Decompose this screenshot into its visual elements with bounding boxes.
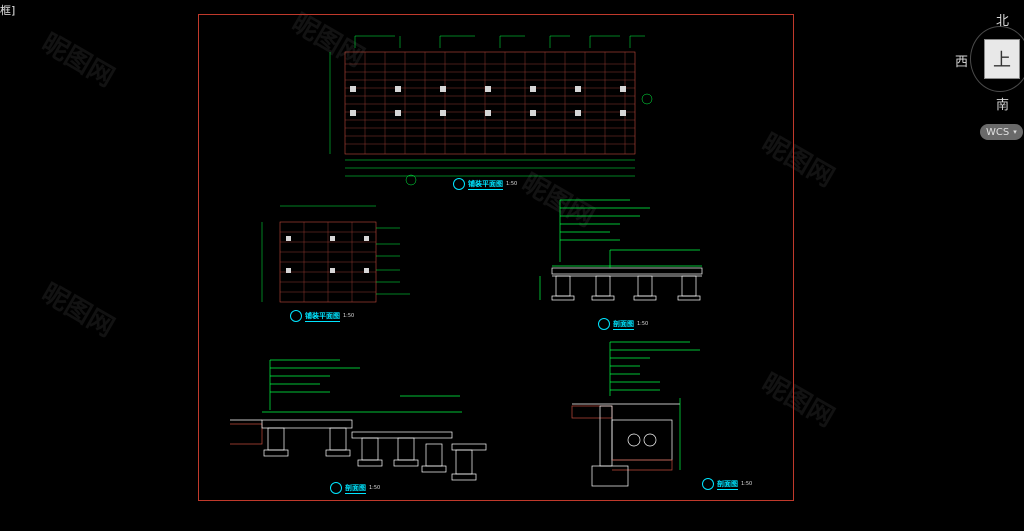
viewcube-south[interactable]: 南 [996,98,1010,113]
title-marker-icon [702,478,714,490]
large-plan-dimensions [329,35,653,186]
drawing-title: 铺装平面图 1:50 [290,310,354,322]
title-marker-icon [453,178,465,190]
small-paving-plan [279,221,377,303]
wcs-label: WCS [986,126,1010,138]
viewcube-compass-ring[interactable] [970,26,1024,92]
section-bottom-right [571,341,700,487]
section-middle-right [539,199,703,301]
chevron-down-icon: ▾ [1013,128,1017,136]
drawing-title: 剖面图 1:50 [702,478,752,490]
command-line-fragment: 框] [0,4,16,17]
viewcube-top-face[interactable]: 上 [984,39,1020,79]
drawing-title-text: 剖面图 [717,479,738,490]
drawing-scale: 1:50 [506,181,518,187]
viewcube[interactable]: 北 西 上 南 WCS ▾ [952,6,1024,141]
viewcube-north[interactable]: 北 [996,14,1010,29]
drawing-title-text: 铺装平面图 [305,311,340,322]
sheet-border [198,14,794,501]
drawing-title: 剖面图 1:50 [330,482,380,494]
drawing-title-text: 剖面图 [613,319,634,330]
drawing-title: 铺装平面图 1:50 [453,178,517,190]
viewcube-west[interactable]: 西 [955,55,969,70]
drawing-title-text: 剖面图 [345,483,366,494]
drawing-scale: 1:50 [369,485,381,491]
drawing-scale: 1:50 [343,313,355,319]
small-plan-leaders [261,205,410,302]
large-paving-plan [344,51,636,155]
section-bottom-left [230,359,487,481]
title-marker-icon [290,310,302,322]
drawing-scale: 1:50 [741,481,753,487]
drawing-scale: 1:50 [637,321,649,327]
drawing-title-text: 铺装平面图 [468,179,503,190]
wcs-menu-button[interactable]: WCS ▾ [980,124,1023,140]
title-marker-icon [598,318,610,330]
drawing-title: 剖面图 1:50 [598,318,648,330]
title-marker-icon [330,482,342,494]
